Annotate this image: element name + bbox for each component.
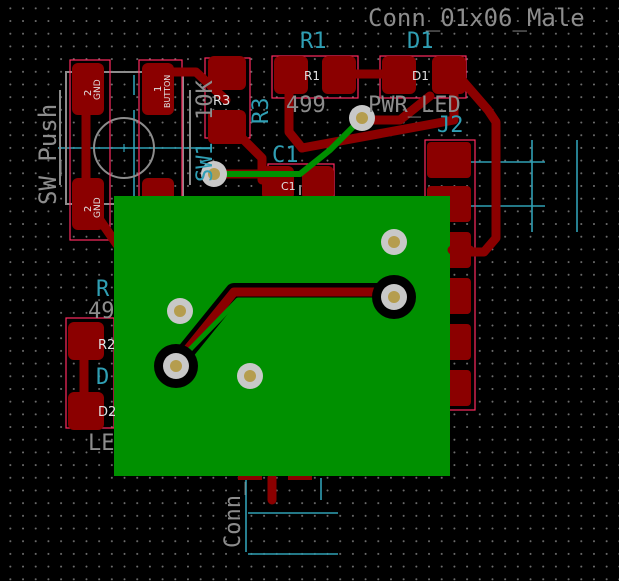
label-j2-ref: J2 [437,113,464,138]
pad-r1: R1 [304,69,320,83]
pad-sw-3-gnd: GND [93,197,103,218]
front-tracks-over-zone [165,245,475,375]
component-labels: Conn_01x06_Male R1 D1 499 PWR_LED J2 C1 … [34,4,585,548]
label-r2-ref: R [96,277,110,302]
pad-c1: C1 [281,180,296,193]
label-d2-ref: D [96,365,109,390]
label-sw-value: SW_Push [34,104,62,205]
origin-marker [120,144,128,152]
label-conn-bottom: Conn_ [221,481,246,548]
label-r3-ref: R3 [249,98,274,125]
pad-sw-1: 2 [83,90,94,96]
label-c1-ref: C1 [272,143,299,168]
label-conn-value: Conn_01x06_Male [368,4,585,32]
pad-labels: 2 GND 1 BUTTON 2 GND R3 R1 D1 C1 R2 D2 [83,69,429,420]
pad-d1: D1 [412,69,429,83]
pad-r2: R2 [98,338,115,353]
label-d1-value: PWR_LED [368,93,461,118]
back-copper-tracks [211,115,365,177]
label-r2-value: 49 [88,299,115,324]
pad-sw-2: 1 [153,86,164,92]
label-r3-value: 10K [193,80,218,120]
pad-sw-2-button: BUTTON [163,75,172,108]
pad-r3: R3 [213,94,230,109]
pad-sw-1-gnd: GND [93,79,103,100]
pad-sw-3: 2 [83,206,94,212]
vias[interactable] [154,105,416,389]
label-sw-ref: SW1 [193,142,218,182]
label-r1-ref: R1 [300,29,327,54]
label-r1-value: 499 [286,93,326,118]
label-led-value: LE [88,431,115,456]
pad-d2: D2 [98,405,116,420]
label-d1-ref: D1 [407,29,434,54]
